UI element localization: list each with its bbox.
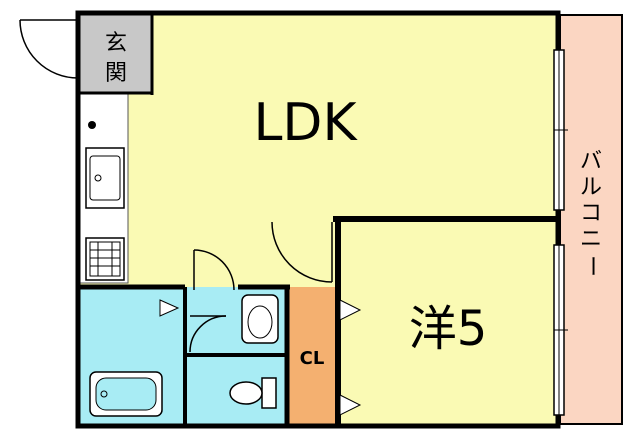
ldk-label: LDK — [253, 93, 358, 153]
closet-area — [285, 287, 340, 424]
balcony-char: ニ — [580, 227, 602, 252]
entrance-area — [80, 15, 152, 93]
faucet-icon — [88, 121, 96, 129]
window-icon — [553, 49, 568, 211]
kitchen-sink-icon — [85, 147, 125, 209]
door-swing-icon — [19, 19, 79, 79]
balcony-char: バ — [580, 149, 602, 174]
stove-icon — [85, 237, 125, 281]
western-room-area — [340, 222, 556, 424]
balcony-char: ー — [579, 255, 604, 277]
washbasin-icon — [241, 294, 279, 344]
entrance-label-1: 玄 — [105, 31, 127, 56]
door-swing-icon — [193, 249, 235, 291]
window-icon — [553, 244, 568, 416]
balcony-char: コ — [580, 201, 602, 226]
sliding-door-icon — [159, 299, 180, 317]
balcony-area — [559, 14, 623, 425]
balcony-label: バ ル コ ニ ー — [579, 149, 604, 277]
toilet-icon — [229, 377, 277, 409]
door-swing-icon — [271, 221, 333, 283]
entrance-label-2: 関 — [105, 61, 127, 86]
bathtub-icon — [89, 371, 163, 417]
closet-label: CL — [300, 348, 325, 369]
western-room-label: 洋5 — [409, 301, 488, 357]
balcony-char: ル — [580, 175, 602, 200]
closet-door-icon — [339, 299, 362, 416]
door-swing-icon — [189, 315, 227, 353]
